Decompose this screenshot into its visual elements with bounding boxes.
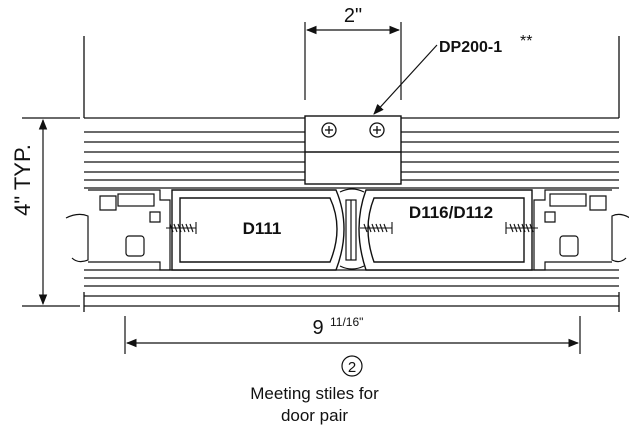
plate-screw-left-icon [321, 122, 337, 138]
dimension-height-label: 4" TYP. [10, 144, 35, 216]
sill-rail [84, 269, 619, 307]
callout-mark: ** [520, 33, 532, 50]
profile-right-label: D116/D112 [409, 203, 493, 222]
dimension-overall [124, 316, 581, 354]
caption-line-2: door pair [280, 406, 349, 425]
screw-left-jamb [166, 222, 197, 234]
screw-center [360, 222, 393, 234]
caption-line-1: Meeting stiles for [250, 384, 379, 403]
dimension-width-label: 2" [344, 5, 362, 27]
detail-number: 2 [348, 359, 356, 376]
meeting-interlock [339, 188, 365, 270]
left-jamb-profile [65, 189, 171, 271]
screw-right-jamb [505, 222, 538, 234]
dimension-width [304, 22, 402, 100]
plate-screw-right-icon [369, 122, 385, 138]
right-jamb-profile [533, 189, 629, 271]
frame-edges [83, 36, 620, 312]
detail-number-icon [341, 355, 363, 377]
callout-part-label: DP200-1 [439, 39, 502, 56]
left-stile-d111 [171, 189, 345, 271]
profile-left-label: D111 [243, 219, 282, 238]
dimension-overall-main: 9 [312, 317, 323, 339]
right-stile-d116 [358, 189, 533, 271]
dimension-overall-fraction: 11/16" [330, 315, 363, 329]
dimension-height [22, 117, 80, 307]
dp200-plate [304, 115, 402, 185]
callout-leader [373, 44, 438, 115]
